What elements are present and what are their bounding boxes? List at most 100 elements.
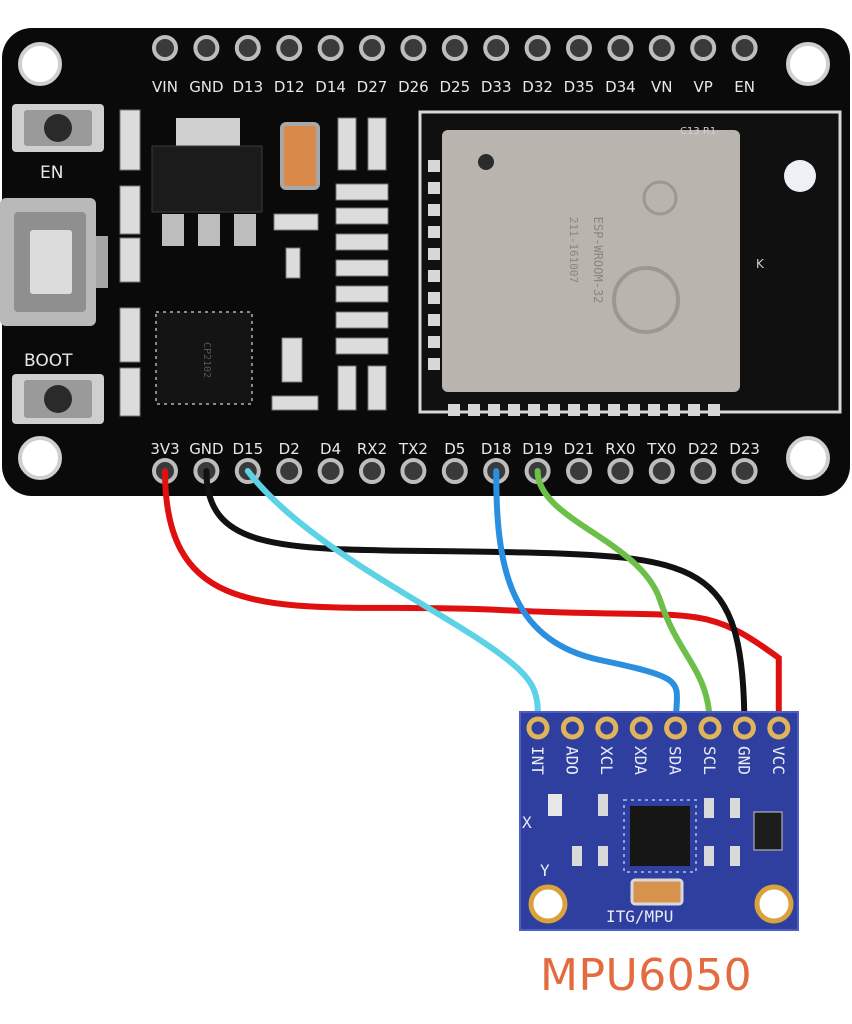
bottom-pin-d2 [276,458,303,484]
bottom-pin-rx2 [359,458,385,484]
top-pin-label-d14: D14 [315,78,346,96]
mount-hole-top-left [18,42,62,86]
caption-mpu6050: MPU6050 [540,950,753,1001]
wire-3v3-to-vcc [162,468,782,731]
top-pin-label-gnd: GND [189,78,223,96]
top-pin-d25 [441,35,468,61]
bottom-pin-d4 [317,458,344,484]
mpu-mount-hole-right [754,884,794,924]
top-pin-d35 [566,35,592,61]
top-pin-d34 [607,35,634,61]
bottom-pin-label-d5: D5 [444,440,465,458]
mpu-pin-xcl [595,716,619,740]
mpu-mount-hole-left [528,884,568,924]
bottom-pin-label-tx2: TX2 [398,440,428,458]
mount-hole-bottom-left [18,436,62,480]
bottom-pin-d5 [441,458,468,484]
top-pin-label-d25: D25 [439,78,470,96]
bottom-pin-label-d15: D15 [232,440,263,458]
wire-d19-to-scl [534,468,713,731]
top-pin-vin [152,35,178,61]
bottom-pin-label-d2: D2 [279,440,300,458]
top-pin-label-vin: VIN [152,78,178,96]
mpu-pin-label-xda: XDA [631,746,650,775]
mpu-pin-gnd [732,716,756,740]
mpu-capacitor [630,878,684,906]
top-pin-label-d33: D33 [481,78,512,96]
mpu-pin-label-gnd: GND [734,746,753,775]
top-pin-label-d35: D35 [564,78,595,96]
mpu-pin-label-sda: SDA [666,746,685,775]
top-pin-d12 [276,35,303,61]
mpu-pin-label-int: INT [528,746,547,775]
mpu-pin-sda [664,716,688,740]
voltage-regulator [151,118,263,246]
top-pin-d27 [359,35,385,61]
esp32-board: EN BOOT CP2102 [0,28,850,496]
antenna-marker [784,160,816,192]
wire-d18-to-sda [493,468,680,731]
bottom-pin-label-tx0: TX0 [646,440,676,458]
mpu-pin-label-xcl: XCL [597,746,616,775]
bottom-pin-d21 [566,458,592,484]
top-pin-d33 [483,35,510,61]
axis-y-label: Y [540,861,550,880]
mpu-pin-int [526,716,550,740]
mount-hole-bottom-right [786,436,830,480]
top-pin-vn [648,35,675,61]
top-pin-en [731,35,758,61]
mount-hole-top-right [786,42,830,86]
svg-text:211-161007: 211-161007 [567,217,580,283]
mpu-pin-vcc [767,716,791,740]
bottom-pin-label-gnd: GND [189,440,223,458]
axis-x-label: X [522,813,532,832]
tantalum-capacitor [280,122,320,190]
mpu-pin-xda [629,716,653,740]
en-button-label: EN [40,163,63,183]
top-pin-label-d27: D27 [357,78,388,96]
top-pin-label-d34: D34 [605,78,636,96]
mpu-led [548,794,562,816]
bottom-pin-d22 [690,458,717,484]
svg-text:K: K [756,257,765,271]
bottom-pin-label-d19: D19 [522,440,553,458]
boot-button[interactable] [12,374,104,424]
module-castellations [428,160,720,416]
top-pin-d14 [317,35,344,61]
esp-wroom-module: ESP-WROOM-32 211-161007 K C13 R1 [418,110,842,414]
top-pin-label-en: EN [734,78,755,96]
top-pin-label-d12: D12 [274,78,305,96]
mpu-sensor-chip [623,799,697,873]
usb-uart-chip: CP2102 [155,311,253,405]
top-pin-label-vn: VN [651,78,672,96]
top-pin-d26 [400,35,427,61]
top-pin-d13 [234,35,261,61]
bottom-pin-tx0 [648,458,675,484]
boot-button-label: BOOT [24,351,73,371]
svg-text:ESP-WROOM-32: ESP-WROOM-32 [591,217,605,304]
bottom-pin-label-d4: D4 [320,440,341,458]
en-button[interactable] [12,104,104,152]
mpu-pin-label-ado: ADO [562,746,581,775]
top-pin-label-d13: D13 [232,78,263,96]
micro-usb-connector [0,198,108,326]
bottom-pin-rx0 [607,458,634,484]
bottom-pin-tx2 [400,458,427,484]
top-pin-gnd [193,35,220,61]
wire-d15-to-int [244,468,542,731]
mpu-pin-ado [560,716,584,740]
jumper-wires [162,468,782,731]
top-pin-label-vp: VP [694,78,713,96]
bottom-pin-label-d21: D21 [564,440,595,458]
svg-text:CP2102: CP2102 [201,342,212,378]
bottom-pin-label-d23: D23 [729,440,760,458]
bottom-pin-label-d22: D22 [688,440,719,458]
bottom-pin-label-rx0: RX0 [605,440,635,458]
bottom-pin-label-3v3: 3V3 [150,440,179,458]
top-pin-d32 [524,35,551,61]
